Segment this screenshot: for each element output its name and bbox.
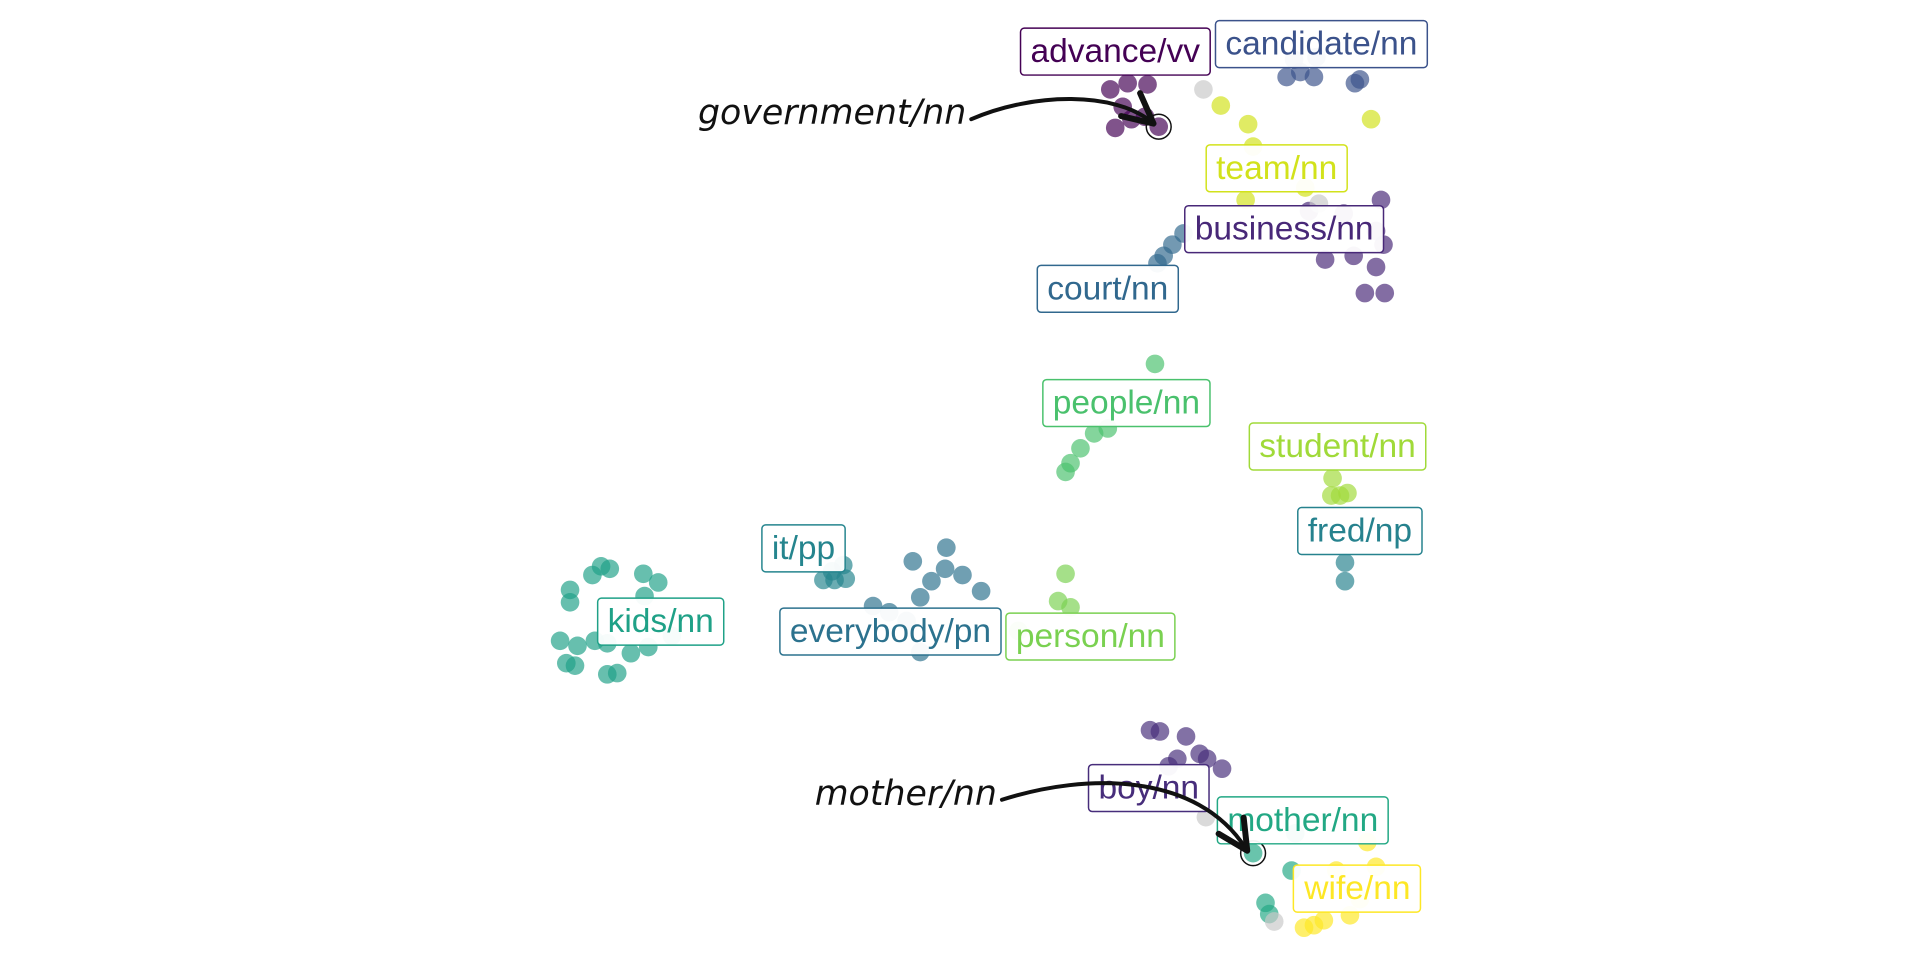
cluster-label: team/nn [1205,144,1348,193]
data-point [1212,759,1232,779]
cluster-label-text: advance/vv [1030,33,1200,70]
data-point [1211,96,1231,115]
cluster-label-text: student/nn [1259,428,1416,465]
cluster-label: business/nn [1184,204,1385,254]
data-point [1100,80,1120,99]
cluster-label-text: wife/nn [1303,870,1410,907]
data-point [953,565,972,585]
data-point [971,581,991,601]
annotation-arrow [999,781,1251,854]
cluster-label: student/nn [1248,422,1427,471]
data-point [1294,918,1314,938]
data-point [1304,67,1324,87]
data-point [1330,486,1350,505]
labels-layer: advance/vv candidate/nn team/nn business/nn… [596,19,1429,913]
cluster-label-text: fred/np [1308,512,1412,549]
label-box [1205,144,1348,193]
data-point [1375,283,1395,303]
data-point [1335,571,1355,591]
data-point [560,593,580,612]
data-point [1355,283,1375,303]
data-point [1194,80,1213,99]
cluster-label: wife/nn [1292,864,1422,913]
data-point [1371,190,1391,210]
data-point [1236,190,1255,210]
label-box [779,607,1002,656]
label-box [1184,204,1385,254]
data-point [935,559,955,579]
label-box [1292,864,1422,913]
cluster-label: fred/np [1297,506,1423,556]
data-point [1150,722,1170,741]
data-point [607,663,627,683]
data-point [1071,439,1090,458]
data-point [1061,597,1080,617]
cluster-label: it/pp [761,524,846,573]
data-point [1315,250,1335,269]
cluster-label-text: business/nn [1195,211,1374,248]
data-point [1350,70,1370,89]
data-point [1138,75,1157,94]
data-point [937,538,956,557]
cluster-label-text: kids/nn [608,603,714,640]
label-box [1036,264,1180,314]
highlight-ring [1145,113,1172,140]
cluster-label-text: candidate/nn [1225,26,1417,63]
cluster-label-text: people/nn [1053,385,1200,422]
data-point [1176,727,1196,746]
annotation-arrow [969,90,1157,127]
label-box [1248,422,1427,471]
data-point [633,564,653,584]
cluster-label: everybody/pn [779,607,1002,656]
data-point [1105,118,1125,138]
data-point [568,636,587,656]
data-point [922,571,941,591]
data-point [910,588,930,607]
cluster-label: person/nn [1005,612,1176,661]
data-point [1323,468,1342,488]
cluster-label: people/nn [1042,378,1211,428]
label-box [1005,612,1176,661]
label-box [1042,378,1211,428]
cluster-label-text: it/pp [772,530,835,567]
data-point [621,643,641,663]
data-point [903,552,923,571]
cluster-label: candidate/nn [1214,19,1429,69]
data-point [1335,553,1355,572]
label-box [761,524,846,573]
cluster-label: mother/nn [1216,796,1389,845]
cluster-label-text: everybody/pn [790,613,991,650]
data-point [1238,114,1258,134]
data-point [600,559,620,579]
annotation-text: mother/nn [815,774,997,814]
data-point [1056,564,1075,584]
cluster-label-text: team/nn [1216,150,1337,187]
label-box [1214,19,1429,69]
annotation-text: government/nn [698,93,966,133]
cluster-label: kids/nn [596,597,725,646]
label-box [1297,506,1423,556]
data-point [1197,749,1217,769]
data-point [1056,462,1075,482]
data-point [1118,73,1137,93]
annotations-layer: government/nn mother/nn [698,90,1251,854]
data-point [1361,109,1381,129]
cluster-label: court/nn [1036,264,1180,314]
cluster-label-text: person/nn [1016,618,1165,655]
data-point [1264,912,1284,931]
label-box [596,597,725,646]
label-box [1019,27,1211,76]
data-point [648,573,668,592]
cluster-label-text: mother/nn [1227,802,1378,839]
cluster-label: advance/vv [1019,27,1211,76]
data-point [1145,354,1165,374]
data-point [565,656,585,675]
data-point [1366,257,1386,277]
data-point [550,631,570,651]
cluster-label-text: court/nn [1047,270,1168,307]
